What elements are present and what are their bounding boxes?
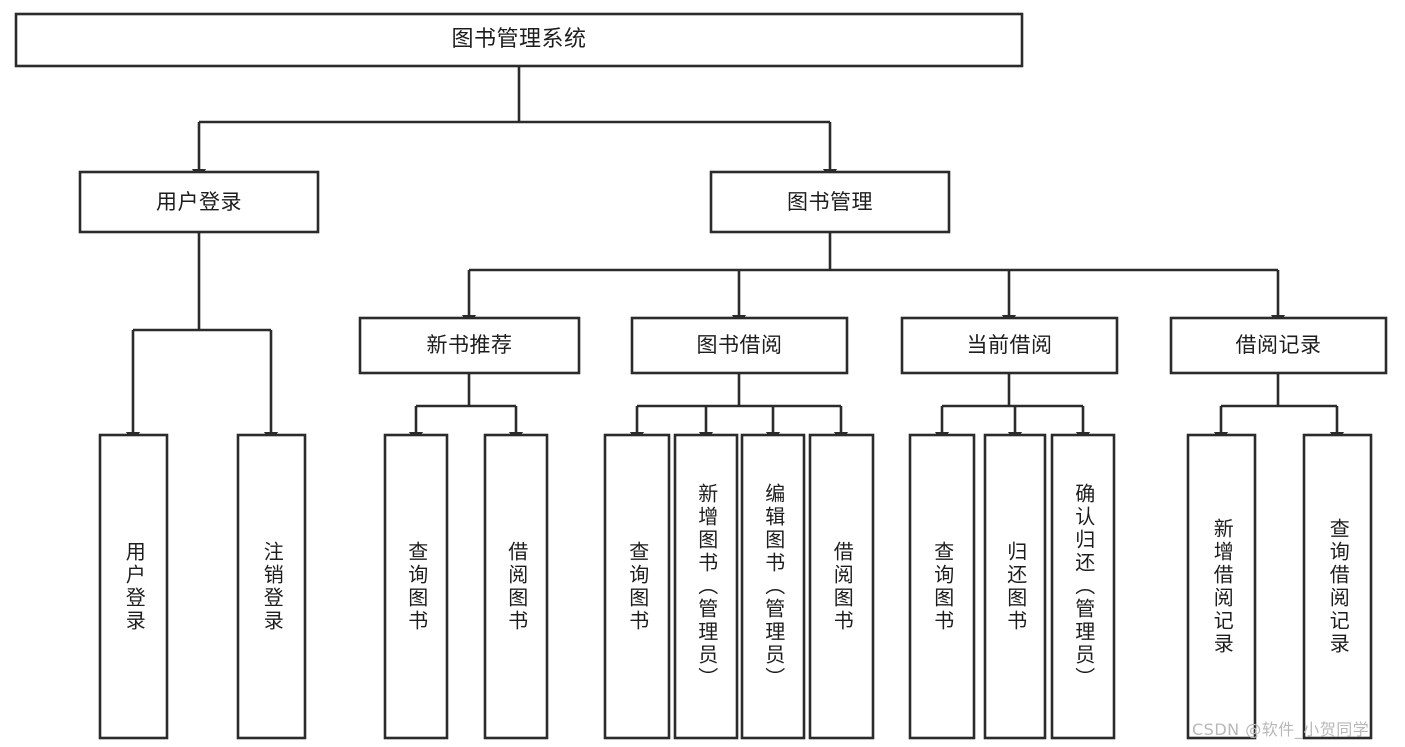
leaf-node-leaf-borrow-book-rec[interactable] [483, 433, 549, 740]
leaf-node-leaf-return-book[interactable] [983, 433, 1047, 740]
node-book-manage[interactable] [709, 170, 951, 234]
leaf-node-leaf-add-borrow-record[interactable] [1186, 433, 1257, 740]
leaf-node-leaf-query-book-borrow[interactable] [603, 433, 671, 740]
node-book-borrow[interactable] [630, 316, 849, 375]
node-root[interactable] [14, 12, 1024, 68]
leaf-node-leaf-confirm-return-admin[interactable] [1050, 433, 1116, 740]
node-user-login[interactable] [78, 170, 320, 234]
leaf-node-leaf-query-borrow-record[interactable] [1302, 433, 1373, 740]
node-new-book-rec[interactable] [358, 316, 581, 375]
leaf-node-leaf-borrow-book[interactable] [808, 433, 875, 740]
leaf-node-leaf-edit-book-admin[interactable] [740, 433, 806, 740]
csdn-watermark: CSDN @软件_小贺同学 [1192, 720, 1370, 739]
leaf-node-leaf-query-book-rec[interactable] [383, 433, 449, 740]
leaf-node-leaf-query-book-cur[interactable] [908, 433, 976, 740]
node-borrow-record[interactable] [1169, 316, 1388, 375]
leaf-node-leaf-user-login[interactable] [98, 433, 169, 740]
node-boxes [14, 12, 1388, 740]
connector-lines [126, 66, 1344, 443]
leaf-node-leaf-add-book-admin[interactable] [673, 433, 739, 740]
node-current-borrow[interactable] [900, 316, 1119, 375]
leaf-node-leaf-logout[interactable] [236, 433, 307, 740]
